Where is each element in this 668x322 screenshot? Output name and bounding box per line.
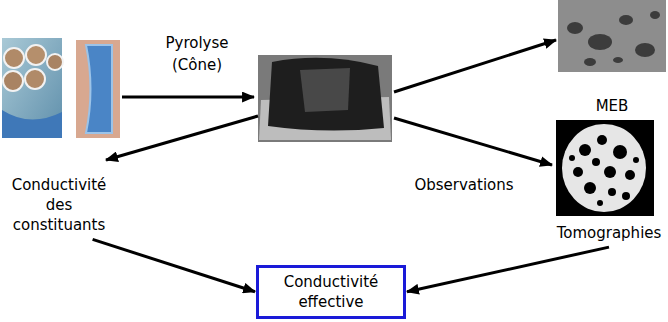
node-text: Tomographies — [557, 223, 662, 243]
tomography-image — [556, 120, 654, 216]
pore — [567, 22, 583, 34]
cable-photo — [2, 38, 63, 138]
pore — [604, 166, 616, 178]
pore — [622, 192, 630, 200]
text-node: Conductivité des constituants — [3, 175, 115, 236]
pore — [584, 182, 596, 194]
pore — [597, 135, 607, 145]
sample-photo — [76, 40, 120, 138]
observation-arrow — [394, 118, 552, 165]
photo-ground — [76, 40, 120, 138]
process-arrow — [122, 96, 254, 99]
pore — [619, 15, 633, 25]
pore — [635, 43, 655, 57]
conductor-cell — [47, 54, 63, 70]
pore — [573, 167, 583, 177]
conductor-cell — [3, 71, 23, 91]
pore — [584, 58, 596, 66]
char-residue — [268, 58, 384, 131]
connector-arrow — [93, 239, 255, 291]
measure-arrow — [106, 116, 258, 160]
observation-arrow — [394, 40, 556, 92]
annotation-text: Observations — [414, 174, 513, 197]
node-text: MEB — [596, 96, 629, 116]
pore — [633, 157, 639, 163]
pore — [592, 158, 600, 166]
pore — [650, 11, 660, 19]
photo-ground — [258, 55, 392, 142]
photo-ground — [558, 0, 666, 72]
photo-ground — [2, 38, 62, 138]
pore — [608, 188, 616, 196]
conductor-cell — [25, 69, 45, 89]
pore — [588, 34, 612, 50]
connector-arrow — [407, 247, 609, 292]
image-caption: Tomographies — [557, 223, 662, 243]
photo-ground — [556, 120, 654, 216]
process-box: Conductivité effective — [256, 265, 406, 320]
pore — [613, 57, 623, 63]
sem-image — [558, 0, 666, 72]
sheath-sample — [86, 45, 112, 133]
image-caption: MEB — [596, 96, 629, 116]
pore — [597, 200, 603, 206]
pore — [579, 144, 591, 156]
pore — [613, 145, 627, 159]
pore — [625, 170, 635, 180]
arrow-label: Pyrolyse (Cône) — [151, 32, 243, 77]
pore — [569, 155, 575, 161]
cable-sheath — [2, 110, 62, 138]
node-text: Conductivité effective — [269, 272, 393, 313]
node-text: Conductivité des constituants — [3, 175, 115, 236]
pyrolysed-sample-photo — [258, 55, 392, 142]
conductor-cell — [4, 48, 24, 68]
sample-section — [562, 124, 646, 212]
conductor-cell — [26, 45, 46, 65]
highlight — [300, 68, 350, 112]
